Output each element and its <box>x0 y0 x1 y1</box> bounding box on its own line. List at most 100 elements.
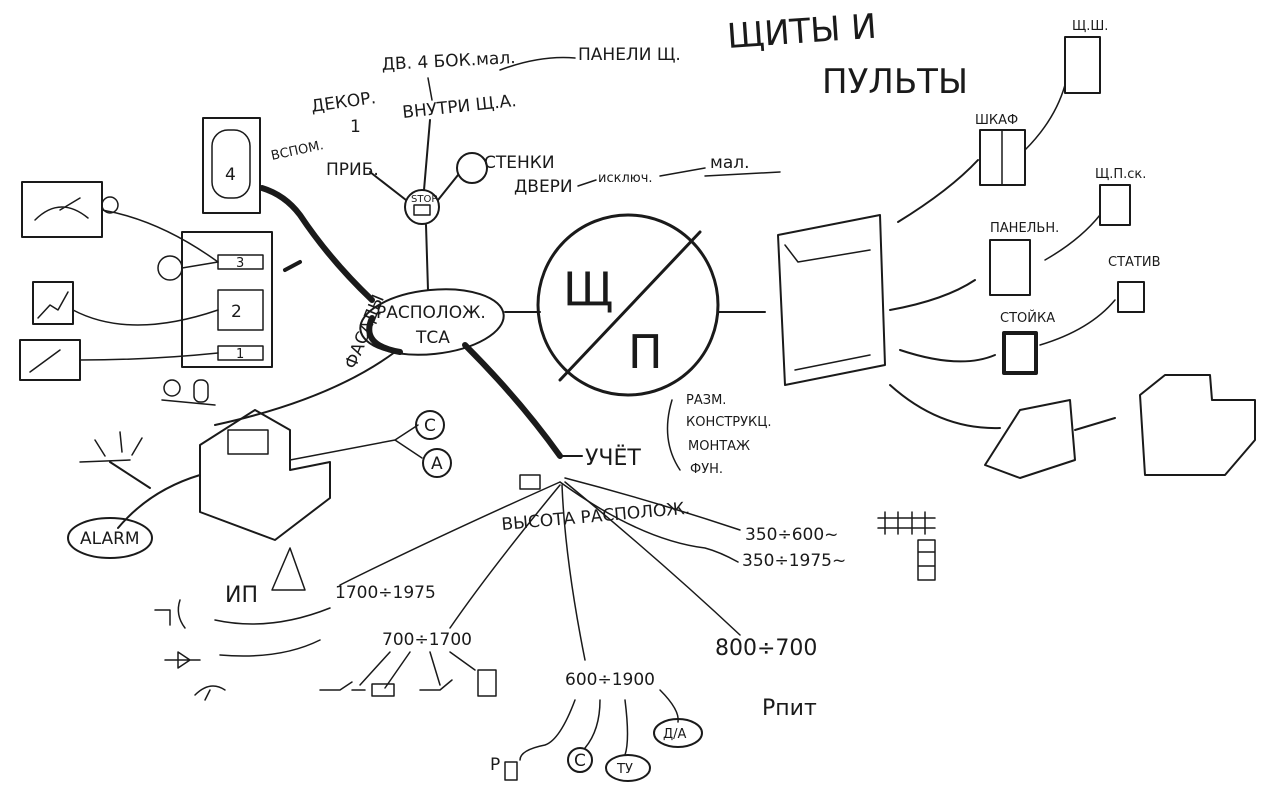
uchet-item-4: ФУН. <box>690 462 723 477</box>
height-r1: 350÷600~ <box>745 525 838 545</box>
height-ip: ИП <box>225 583 258 608</box>
gauge-icon-top-dial <box>35 198 88 220</box>
stop-box-icon <box>414 205 430 215</box>
label-facade: ФАСАДЫ <box>341 292 389 372</box>
height-r5: 600÷1900 <box>565 670 655 690</box>
console2-icon <box>1140 375 1255 475</box>
console-display <box>228 430 268 454</box>
label-dekor: ДЕКОР. <box>310 88 377 117</box>
link-shkaf-shsh <box>1025 85 1065 150</box>
link-stop-walls <box>438 175 458 200</box>
type-shpsk-label: Щ.П.ск. <box>1095 167 1146 182</box>
switch-icon-1 <box>320 682 365 690</box>
link-doors-except <box>578 180 596 186</box>
label-small: мал. <box>710 153 750 173</box>
relay-icon <box>478 670 496 696</box>
gauge-icon-bottom-dial <box>30 350 60 372</box>
uchet-item-2: КОНСТРУКЦ. <box>686 415 771 430</box>
console-c-label: C <box>424 416 436 436</box>
alarm-label: ALARM <box>80 529 140 549</box>
grid-icon-1 <box>878 512 935 534</box>
r4-fan <box>360 652 475 688</box>
label-inside: ВНУТРИ Щ.А. <box>401 91 517 123</box>
shp-symbol-right: П <box>628 325 663 379</box>
type-shsh-label: Щ.Ш. <box>1072 19 1108 34</box>
height-hub-icon <box>520 475 540 489</box>
title-line1: ЩИТЫ И <box>726 7 878 57</box>
height-r6: 800÷700 <box>715 636 817 661</box>
label-one: 1 <box>350 117 361 137</box>
console-a-label: A <box>431 454 443 474</box>
alarm-sound-icon <box>80 432 142 462</box>
height-p: Р <box>490 755 500 775</box>
link-gauge-panel <box>102 210 218 262</box>
lamp-cluster-icon <box>158 256 182 280</box>
label-walls: СТЕНКИ <box>484 153 555 173</box>
link-lamps-console <box>162 400 215 405</box>
link-cabinet-panelny <box>890 280 975 310</box>
type-stoyka-icon <box>1004 333 1036 373</box>
grid-icon-2 <box>918 540 935 580</box>
center-label-1: РАСПОЛОЖ. <box>376 303 486 323</box>
type-stativ-icon <box>1118 282 1144 312</box>
type-stoyka-label: СТОЙКА <box>1000 310 1055 326</box>
facade-panel-top-inner <box>212 130 250 198</box>
center-label-2: ТСА <box>415 328 450 348</box>
shp-symbol-left: Щ <box>563 262 613 316</box>
gauge-icon-bottom <box>20 340 80 380</box>
link-alarm-horn <box>110 462 150 488</box>
link-center-uchet <box>465 345 560 456</box>
lamp-pair-icon-1 <box>164 380 180 396</box>
link-center-facade <box>262 188 372 300</box>
desk-icon <box>985 400 1075 478</box>
link-stop-inside <box>424 120 430 190</box>
link-r3-sub <box>215 608 330 656</box>
link-r5-da <box>660 690 678 722</box>
link-cabinet-shkaf <box>898 160 978 222</box>
resistor-icon <box>372 684 394 696</box>
cabinet-main-depth <box>785 245 870 370</box>
link-recorder-panel <box>73 310 218 325</box>
uchet-label: УЧЁТ <box>585 445 641 471</box>
label-doors: ДВЕРИ <box>514 177 573 197</box>
facade-num-2: 2 <box>231 302 242 322</box>
link-center-console <box>215 352 395 425</box>
horn-icon <box>195 686 225 700</box>
diode-icon <box>165 652 200 668</box>
height-label: ВЫСОТА РАСПОЛОЖ. <box>501 499 691 535</box>
stop-label: STOP <box>411 194 437 205</box>
label-panel: ПАНЕЛИ Щ. <box>578 45 681 65</box>
chart-recorder-trace <box>38 292 68 318</box>
link-lamps-panel <box>182 262 218 268</box>
uchet-item-3: МОНТАЖ <box>688 439 750 454</box>
link-r5-ty <box>625 700 628 755</box>
height-da: Д/А <box>663 727 687 742</box>
link-desk-console2 <box>1075 418 1115 430</box>
facade-num-3: 3 <box>236 256 244 271</box>
lamp-pair-icon-2 <box>194 380 208 402</box>
link-inside-dv <box>428 78 432 100</box>
facade-num-4: 4 <box>225 165 236 185</box>
link-console-a <box>395 440 422 458</box>
uchet-item-1: РАЗМ. <box>686 393 726 408</box>
link-height-r3 <box>340 482 560 585</box>
height-ty: ТУ <box>616 762 633 777</box>
height-r2: 350÷1975~ <box>742 551 846 571</box>
link-gauge2-panel <box>80 353 218 360</box>
type-shsh-icon <box>1065 37 1100 93</box>
height-c: C <box>574 751 586 771</box>
p-box-icon <box>505 762 517 780</box>
link-center-stop <box>426 225 428 290</box>
type-panelny-icon <box>990 240 1030 295</box>
label-except: исключ. <box>598 171 653 186</box>
type-stativ-label: СТАТИВ <box>1108 255 1161 270</box>
height-r3: 1700÷1975 <box>335 583 436 603</box>
signal-icon <box>155 600 185 628</box>
link-cabinet-stoyka <box>900 350 995 361</box>
facade-num-1: 1 <box>236 347 244 362</box>
link-facade-stub <box>285 262 300 270</box>
link-r5-c <box>585 700 600 748</box>
height-rpit: Рпит <box>762 696 817 721</box>
